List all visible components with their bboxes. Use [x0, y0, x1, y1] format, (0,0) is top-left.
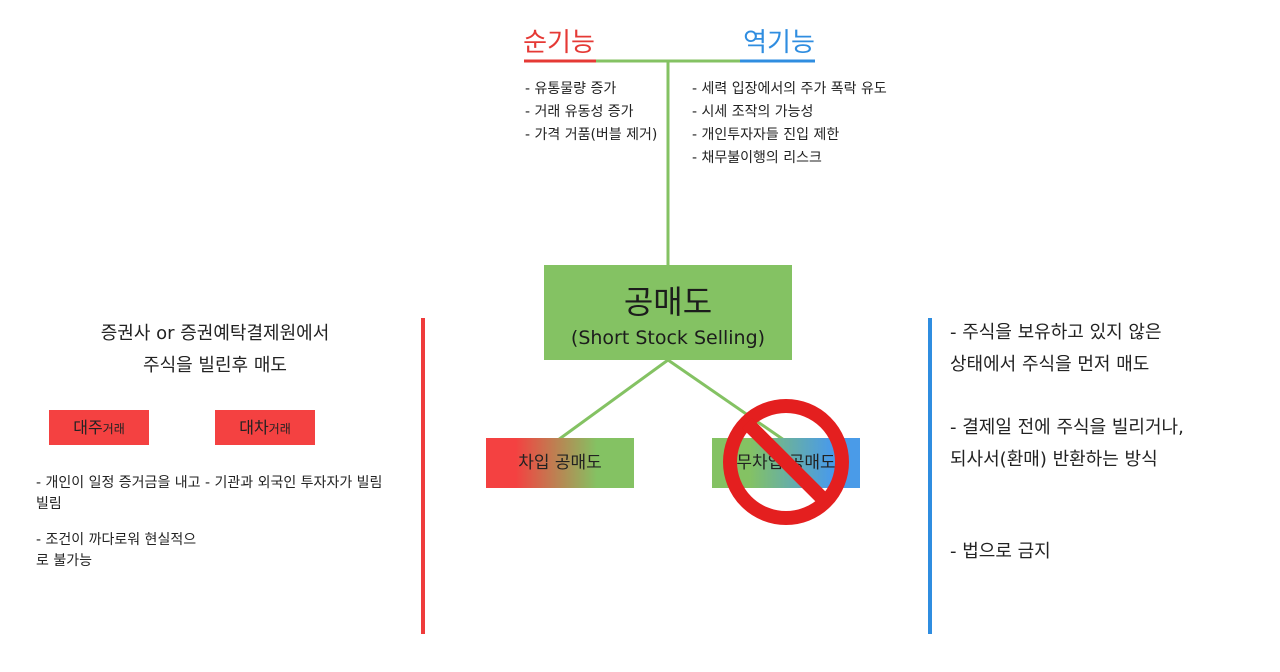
lending-badge-suffix: 거래 — [268, 422, 291, 436]
list-item: - 거래 유동성 증가 — [525, 104, 634, 120]
branch-right-line — [667, 358, 785, 442]
stock-loan-note: - 개인이 일정 증거금을 내고 빌림 — [36, 475, 201, 512]
list-item: - 가격 거품(버블 제거) — [525, 127, 658, 143]
stock-loan-badge-suffix: 거래 — [102, 422, 125, 436]
forward-function-list: - 유통물량 증가 - 거래 유동성 증가 - 가격 거품(버블 제거) — [525, 78, 690, 147]
forward-function-label: 순기능 — [523, 28, 595, 58]
naked-desc-2-line1: - 결제일 전에 주식을 빌리거나, — [950, 417, 1184, 438]
naked-description-1: - 주식을 보유하고 있지 않은 상태에서 주식을 먼저 매도 — [950, 317, 1250, 381]
lending-badge: 대차거래 — [215, 410, 315, 445]
naked-desc-1-line1: - 주식을 보유하고 있지 않은 — [950, 322, 1162, 343]
lending-badge-main: 대차 — [239, 418, 269, 437]
reverse-function-label: 역기능 — [743, 28, 815, 58]
naked-prohibited-note: - 법으로 금지 — [950, 541, 1051, 562]
reverse-function-list: - 세력 입장에서의 주가 폭락 유도 - 시세 조작의 가능성 - 개인투자자… — [692, 78, 907, 170]
covered-desc-line2: 주식을 빌린후 매도 — [143, 355, 287, 376]
covered-desc-line1: 증권사 or 증권예탁결제원에서 — [100, 323, 330, 344]
lending-note: - 기관과 외국인 투자자가 빌림 — [205, 475, 383, 491]
stock-loan-badge: 대주거래 — [49, 410, 149, 445]
short-selling-box: 공매도 (Short Stock Selling) — [544, 265, 792, 360]
naked-desc-1-line2: 상태에서 주식을 먼저 매도 — [950, 354, 1150, 375]
stock-loan-badge-main: 대주 — [73, 418, 103, 437]
covered-short-selling-box: 차입 공매도 — [486, 438, 634, 488]
naked-short-selling-box: 무차입 공매도 — [712, 438, 860, 488]
naked-description-2: - 결제일 전에 주식을 빌리거나, 되사서(환매) 반환하는 방식 — [950, 412, 1250, 476]
list-item: - 시세 조작의 가능성 — [692, 104, 814, 120]
list-item: - 채무불이행의 리스크 — [692, 150, 822, 166]
covered-description: 증권사 or 증권예탁결제원에서 주식을 빌린후 매도 — [40, 318, 390, 382]
list-item: - 세력 입장에서의 주가 폭락 유도 — [692, 81, 887, 97]
stock-loan-condition-note: - 조건이 까다로워 현실적으로 불가능 — [36, 532, 197, 569]
branch-left-line — [557, 358, 669, 442]
naked-desc-2-line2: 되사서(환매) 반환하는 방식 — [950, 449, 1158, 470]
list-item: - 개인투자자들 진입 제한 — [692, 127, 840, 143]
main-title: 공매도 — [623, 283, 713, 321]
main-subtitle: (Short Stock Selling) — [570, 327, 766, 349]
list-item: - 유통물량 증가 — [525, 81, 617, 97]
